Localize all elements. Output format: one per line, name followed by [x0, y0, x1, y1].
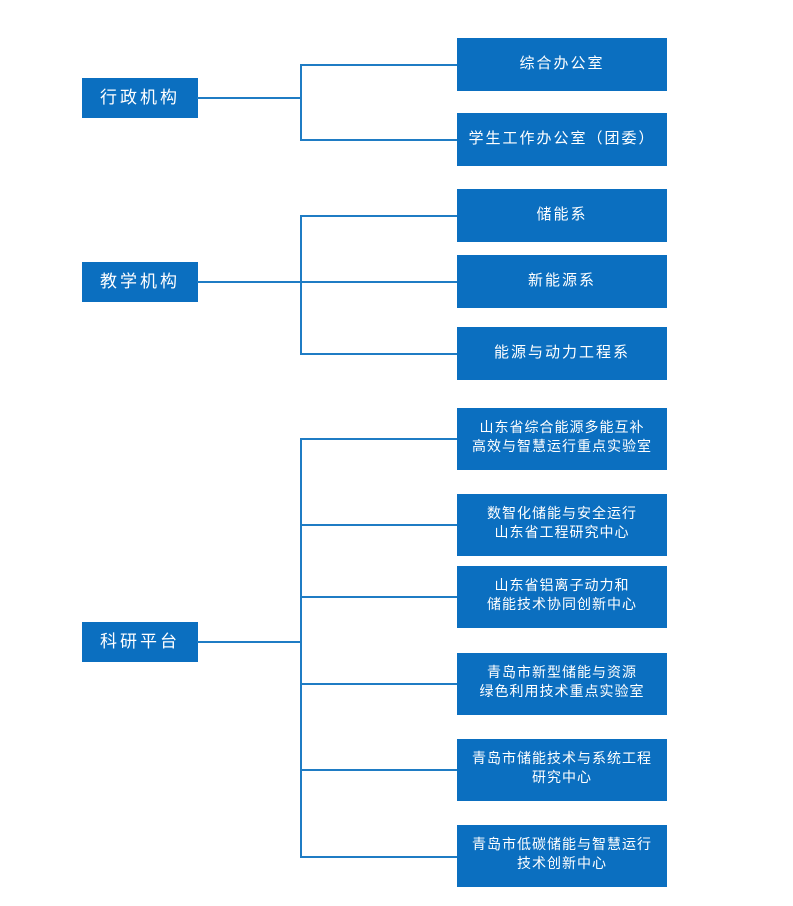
child-node-energy-power-engineering-dept-label: 能源与动力工程系 [493, 345, 630, 362]
child-node-student-affairs-office[interactable]: 学生工作办公室（团委） [457, 113, 667, 166]
child-node-aluminum-ion-innovation-center[interactable]: 山东省铝离子动力和 储能技术协同创新中心 [457, 566, 667, 628]
child-node-student-affairs-office-label: 学生工作办公室（团委） [468, 131, 656, 148]
child-node-aluminum-ion-innovation-center-label: 山东省铝离子动力和 储能技术协同创新中心 [487, 579, 637, 613]
child-node-qingdao-storage-systems-center-label: 青岛市储能技术与系统工程 研究中心 [472, 752, 652, 786]
connector-research-branch-3 [300, 596, 457, 598]
parent-node-administrative-label: 行政机构 [100, 87, 180, 107]
parent-node-teaching-label: 教学机构 [100, 271, 180, 291]
child-node-qingdao-new-storage-resource-lab-label: 青岛市新型储能与资源 绿色利用技术重点实验室 [479, 666, 645, 700]
connector-research-branch-4 [300, 683, 457, 685]
parent-node-administrative[interactable]: 行政机构 [82, 78, 198, 118]
child-node-energy-storage-dept[interactable]: 储能系 [457, 189, 667, 242]
connector-administrative-branch-2 [300, 139, 457, 141]
child-node-digital-storage-safety-center-label: 数智化储能与安全运行 山东省工程研究中心 [487, 507, 637, 541]
connector-administrative-stub [197, 97, 301, 99]
parent-node-research-platform[interactable]: 科研平台 [82, 622, 198, 662]
child-node-energy-power-engineering-dept[interactable]: 能源与动力工程系 [457, 327, 667, 380]
connector-research-spine [300, 438, 302, 856]
connector-teaching-branch-2 [300, 281, 457, 283]
connector-teaching-stub [197, 281, 301, 283]
connector-teaching-branch-3 [300, 353, 457, 355]
child-node-qingdao-new-storage-resource-lab[interactable]: 青岛市新型储能与资源 绿色利用技术重点实验室 [457, 653, 667, 715]
connector-teaching-spine [300, 215, 302, 354]
connector-administrative-spine [300, 64, 302, 139]
connector-research-branch-5 [300, 769, 457, 771]
parent-node-teaching[interactable]: 教学机构 [82, 262, 198, 302]
child-node-digital-storage-safety-center[interactable]: 数智化储能与安全运行 山东省工程研究中心 [457, 494, 667, 556]
connector-research-stub [197, 641, 301, 643]
connector-administrative-branch-1 [300, 64, 457, 66]
child-node-energy-storage-dept-label: 储能系 [536, 207, 588, 224]
child-node-qingdao-low-carbon-innovation-center-label: 青岛市低碳储能与智慧运行 技术创新中心 [472, 838, 652, 872]
parent-node-research-platform-label: 科研平台 [100, 631, 180, 651]
connector-teaching-branch-1 [300, 215, 457, 217]
child-node-qingdao-low-carbon-innovation-center[interactable]: 青岛市低碳储能与智慧运行 技术创新中心 [457, 825, 667, 887]
connector-research-branch-6 [300, 856, 457, 858]
child-node-shandong-integrated-energy-lab[interactable]: 山东省综合能源多能互补 高效与智慧运行重点实验室 [457, 408, 667, 470]
child-node-shandong-integrated-energy-lab-label: 山东省综合能源多能互补 高效与智慧运行重点实验室 [472, 421, 652, 455]
connector-research-branch-2 [300, 524, 457, 526]
child-node-general-office[interactable]: 综合办公室 [457, 38, 667, 91]
connector-research-branch-1 [300, 438, 457, 440]
child-node-new-energy-dept[interactable]: 新能源系 [457, 255, 667, 308]
child-node-new-energy-dept-label: 新能源系 [527, 273, 596, 290]
child-node-qingdao-storage-systems-center[interactable]: 青岛市储能技术与系统工程 研究中心 [457, 739, 667, 801]
child-node-general-office-label: 综合办公室 [519, 56, 605, 73]
